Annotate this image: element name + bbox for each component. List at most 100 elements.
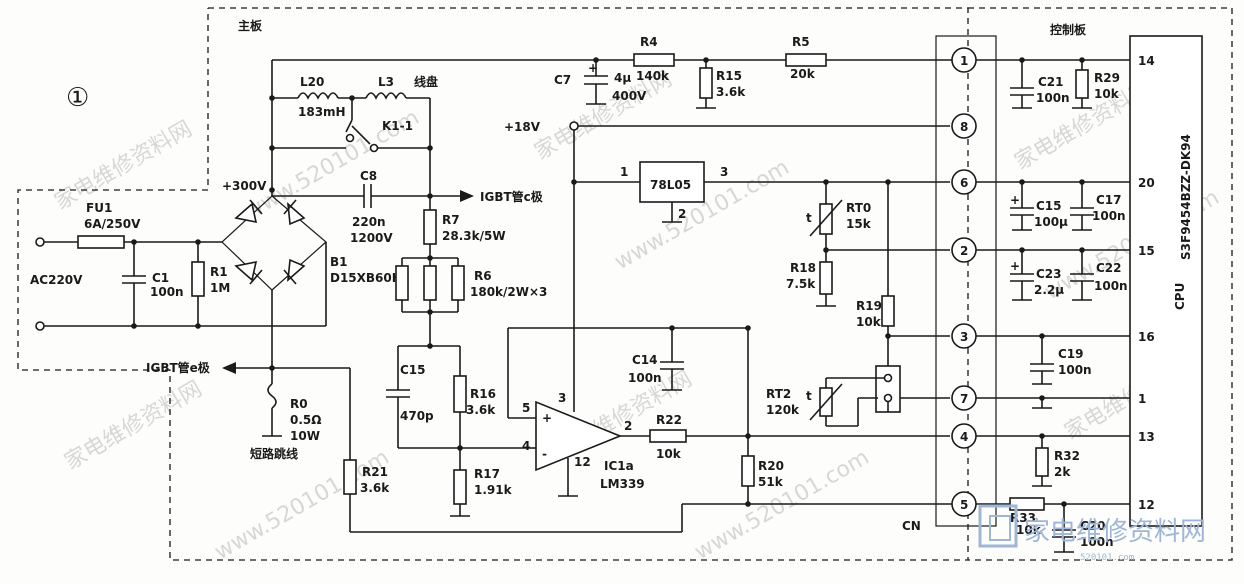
svg-text:+: + [1010,259,1020,273]
watermark-text: 家电维修资料网 [51,117,197,216]
ic1a-name: IC1a [604,459,634,473]
resistor-r1 [191,261,205,297]
c21-value: 100n [1036,91,1070,105]
r29-value: 10k [1094,87,1120,101]
bridge-rectifier-b1: B1 D15XB60H [221,195,402,326]
svg-text:7: 7 [960,392,968,406]
r16-value: 3.6k [466,403,496,417]
resistor-r6b [423,265,437,301]
resistor-r21 [343,459,357,495]
cn-pin-8: 8 [951,113,977,139]
r19-value: 10k [856,315,882,329]
rt0-mark: t [806,211,812,225]
dc18-label: +18V [504,120,541,134]
l20-name: L20 [300,75,324,89]
resistor-r15 [699,67,713,99]
ic1a-plus: + [542,411,552,425]
r4-value: 140k [636,69,670,83]
resistor-r20 [741,455,755,487]
resistor-r4 [633,53,675,67]
r1-value: 1M [210,281,230,295]
ac-terminal-n [35,321,45,331]
resistor-r19 [881,295,895,327]
net-igbt-c: IGBT管c极 [480,189,544,204]
c20-value: 100n [1080,535,1114,549]
svg-text:3: 3 [960,330,968,344]
b1-value: D15XB60H [330,271,402,285]
cn-pin-6: 6 [951,169,977,195]
resistor-r6c [451,265,465,301]
cpu-part-number: S3F9454BZZ-DK94 [1179,134,1193,260]
rt0-value: 15k [846,217,872,231]
c17-name: C17 [1096,193,1122,207]
c8-value: 220n [352,215,386,229]
svg-text:4: 4 [960,430,968,444]
ic1a-pin12: 12 [574,455,591,469]
site-logo: 家电维修资料网 520101.com [978,504,1206,563]
u78-pin1: 1 [620,165,628,179]
rt2-mark: t [806,389,812,403]
arrow-igbt-c [460,190,474,202]
c22-value: 100n [1094,279,1128,293]
main-board-label: 主板 [238,18,263,33]
cpu-pin-16: 16 [1138,330,1155,344]
c23-name: C23 [1036,267,1062,281]
b1-name: B1 [330,255,348,269]
fuse-fu1 [77,235,125,249]
cpu-chip [1129,35,1203,527]
ac-voltage-label: AC220V [30,273,83,287]
r29-name: R29 [1094,71,1120,85]
r0-power: 10W [290,429,320,443]
r17-name: R17 [474,467,500,481]
c8-voltage: 1200V [350,231,393,245]
watermark-text: www.520101.com [211,445,394,565]
svg-text:1: 1 [960,54,968,68]
r7-value: 28.3k/5W [442,229,506,243]
c14-name: C14 [632,353,658,367]
r33-value: 10k [1016,523,1042,537]
svg-text:5: 5 [960,498,968,512]
resistor-r6a [395,265,409,301]
dc300-label: +300V [222,179,267,193]
r19-name: R19 [856,299,882,313]
c23-value: 2.2μ [1034,283,1064,297]
inductor-section: L20 183mH L3 线盘 K1-1 [269,74,438,196]
c8-name: C8 [360,169,377,183]
cn-pin-2: 2 [951,237,977,263]
main-board-outline [17,7,969,561]
resistor-r17 [453,469,467,505]
control-board-outline [968,7,1233,561]
comparator-ic1a: + - 3 5 4 2 12 IC1a LM339 [522,391,645,491]
c15a-value: 470p [400,409,434,423]
r32-value: 2k [1054,465,1071,479]
svg-text:8: 8 [960,120,968,134]
c15a-name: C15 [400,363,426,377]
r21-name: R21 [362,465,388,479]
rt2-name: RT2 [766,387,791,401]
cpu-pin-14: 14 [1138,54,1155,68]
connector-cn [935,35,997,527]
ic1a-pin4: 4 [522,439,530,453]
r16-name: R16 [470,387,496,401]
figure-number: ① [66,83,89,113]
svg-text:6: 6 [960,176,968,190]
l20-value: 183mH [298,105,346,119]
r5-value: 20k [790,67,816,81]
r21-value: 3.6k [360,481,390,495]
logo-url: 520101.com [1080,553,1134,563]
r22-value: 10k [656,447,682,461]
c15b-value: 100μ [1034,215,1068,229]
r6-value: 180k/2W×3 [470,285,547,299]
r20-value: 51k [758,475,784,489]
resistor-r5 [785,53,827,67]
rt2-value: 120k [766,403,800,417]
cpu-label: CPU [1173,283,1187,310]
resistor-r33 [1009,497,1045,511]
ic1a-minus: - [542,447,547,461]
cpu-pin-1: 1 [1138,392,1146,406]
cpu-pin-13: 13 [1138,430,1155,444]
cn-pin-4: 4 [951,423,977,449]
r4-name: R4 [640,35,658,49]
net-igbt-e: IGBT管e极 [146,360,211,375]
